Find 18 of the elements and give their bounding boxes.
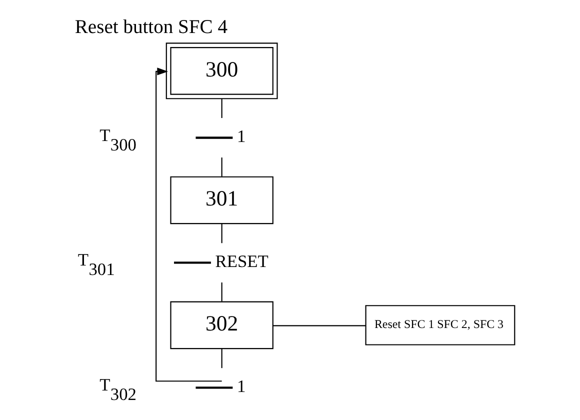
arrow <box>156 68 222 382</box>
connector <box>221 158 222 176</box>
node-box <box>196 386 233 389</box>
node-box: Reset SFC 1 SFC 2, SFC 3 <box>365 305 516 346</box>
node-box <box>174 262 211 264</box>
node-box: 302 <box>170 301 274 350</box>
node-label: 1 <box>237 376 246 396</box>
node-box: 300 <box>166 42 278 100</box>
connector <box>221 282 222 302</box>
node-box: 301 <box>170 176 274 224</box>
node-box <box>196 136 233 139</box>
node-label: 1 <box>237 126 246 146</box>
node-label: RESET <box>215 252 268 271</box>
connector <box>221 224 222 244</box>
connector <box>221 348 222 368</box>
diagram-title: Reset button SFC 4 <box>74 16 228 38</box>
connector <box>273 325 366 326</box>
connector <box>221 98 222 118</box>
